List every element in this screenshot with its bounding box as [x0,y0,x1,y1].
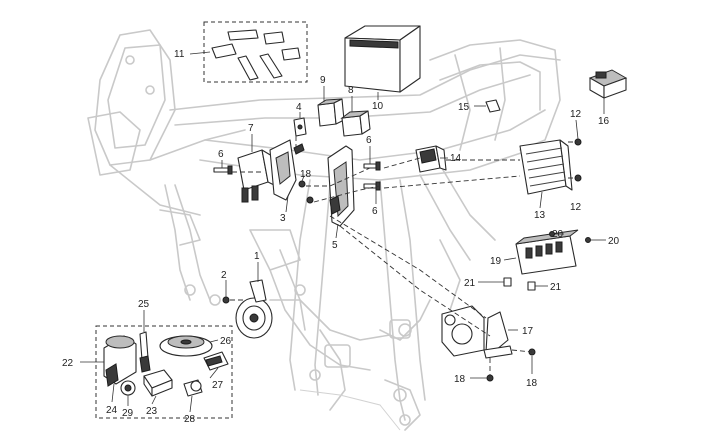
callout-19: 19 [490,256,502,267]
part-15-clip [485,99,501,113]
callout-9: 9 [320,75,326,86]
part-10-battery [344,25,421,93]
callout-18c: 18 [526,378,538,389]
part-26-cover [159,335,213,357]
callout-26: 26 [220,336,232,347]
part-5-bracket [327,145,355,227]
callout-27: 27 [212,380,224,391]
part-4-clip [293,117,307,137]
callout-20a: 20 [552,229,564,240]
callout-6a: 6 [218,149,224,160]
part-3-bracket [269,139,305,201]
callout-10: 10 [372,101,384,112]
callout-8: 8 [348,85,354,96]
callout-5: 5 [332,240,338,251]
callout-6b: 6 [366,135,372,146]
part-7-module [237,149,277,203]
part-21-clips [503,277,536,291]
part-28-lock-cylinder [183,379,203,397]
callout-2: 2 [221,270,227,281]
part-14-connector [415,145,447,173]
part-17-abs-unit [441,305,513,359]
callout-22: 22 [62,358,74,369]
callout-labels: 1 2 3 4 5 6 6 6 7 8 9 10 11 12 12 13 14 … [62,49,620,425]
part-24-ignition-switch [103,335,137,387]
part-18-bolts-upper [298,180,314,204]
part-16-connector [588,69,628,99]
callout-15: 15 [458,102,470,113]
part-11-pad-set [203,21,308,83]
callout-6c: 6 [372,206,378,217]
callout-21a: 21 [464,278,476,289]
callout-25: 25 [138,299,150,310]
callout-21b: 21 [550,282,562,293]
part-13-regulator [519,139,573,195]
part-8-relay [340,110,371,137]
callout-28: 28 [184,414,196,425]
callout-18a: 18 [300,169,312,180]
callout-12a: 12 [570,109,582,120]
part-1-horn [235,279,273,339]
part-20-bolts [549,231,591,243]
callout-17: 17 [522,326,534,337]
part-22-ignition-set [95,325,233,419]
part-23-lock-base [143,369,173,397]
part-27-connector [203,351,229,371]
part-25-key [139,331,151,373]
part-19-fuse-box [515,229,579,275]
callout-1: 1 [254,251,260,262]
part-29-tumbler [120,380,136,396]
assembly-lines [230,136,578,378]
callout-7: 7 [248,123,254,134]
callout-4: 4 [296,102,302,113]
callout-23: 23 [146,406,158,417]
callout-18b: 18 [454,374,466,385]
callout-20b: 20 [608,236,620,247]
callout-3: 3 [280,213,286,224]
callout-29: 29 [122,408,134,419]
callout-13: 13 [534,210,546,221]
motorcycle-frame [87,29,561,431]
part-9-relay [317,98,345,127]
part-2-bolt [222,296,230,304]
part-12-bolts [574,138,582,182]
callout-16: 16 [598,116,610,127]
callout-12b: 12 [570,202,582,213]
leader-lines [80,51,606,413]
callout-24: 24 [106,405,118,416]
callout-14: 14 [450,153,462,164]
callout-11: 11 [174,49,185,60]
